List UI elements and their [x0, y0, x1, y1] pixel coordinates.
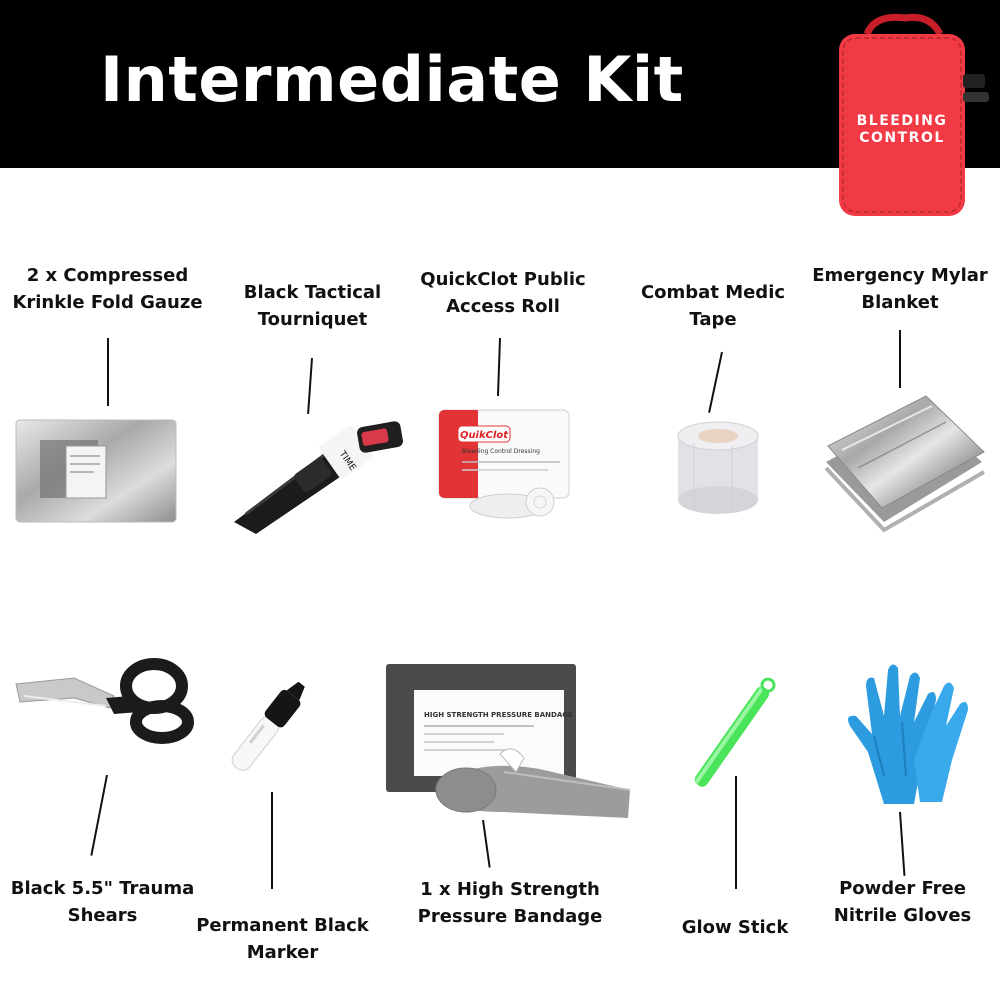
- leader-line-tourniquet: [307, 357, 313, 414]
- leader-line-gauze: [107, 338, 109, 406]
- tape-roll-icon: [672, 418, 764, 516]
- leader-line-quikclot: [496, 337, 501, 396]
- item-label-glowstick: Glow Stick: [681, 917, 789, 938]
- bandage-pack-text: HIGH STRENGTH PRESSURE BANDAGE: [424, 711, 573, 719]
- item-label-tourniquet: Black Tactical Tourniquet: [243, 282, 382, 330]
- bag-line-1: BLEEDING: [857, 113, 948, 129]
- leader-line-tape: [708, 351, 723, 413]
- leader-line-marker: [271, 792, 273, 889]
- foil-gauze-pack-icon: [14, 418, 178, 524]
- nitrile-gloves-icon: [844, 656, 974, 806]
- pressure-bandage-icon: HIGH STRENGTH PRESSURE BANDAGE: [384, 662, 634, 822]
- leader-line-bandage: [482, 819, 491, 868]
- item-label-bandage: 1 x High Strength Pressure Bandage: [417, 879, 603, 927]
- leader-line-glowstick: [735, 776, 737, 889]
- item-label-mylar: Emergency Mylar Blanket: [812, 265, 988, 313]
- leader-line-mylar: [899, 330, 901, 388]
- marker-icon: [214, 672, 324, 780]
- header-bar: Intermediate Kit: [0, 0, 1000, 168]
- trauma-shears-icon: [14, 656, 194, 748]
- tourniquet-icon: TIME: [226, 410, 414, 540]
- bleeding-control-bag-icon: BLEEDING CONTROL: [835, 12, 995, 222]
- item-label-gauze: 2 x Compressed Krinkle Fold Gauze: [12, 265, 203, 313]
- glow-stick-icon: [680, 677, 790, 787]
- item-label-gloves: Powder Free Nitrile Gloves: [833, 878, 972, 926]
- page-title: Intermediate Kit: [100, 43, 684, 116]
- item-label-shears: Black 5.5" Trauma Shears: [10, 878, 195, 926]
- bag-line-2: CONTROL: [859, 130, 945, 146]
- mylar-blanket-icon: [822, 392, 990, 540]
- leader-line-gloves: [899, 811, 906, 876]
- quikclot-package-icon: QuikClot Bleeding Control Dressing: [438, 408, 572, 520]
- leader-line-shears: [90, 774, 108, 856]
- item-label-marker: Permanent Black Marker: [196, 915, 369, 963]
- quikclot-subtitle-text: Bleeding Control Dressing: [462, 448, 540, 455]
- quikclot-brand-text: QuikClot: [460, 430, 509, 441]
- item-label-quikclot: QuickClot Public Access Roll: [420, 269, 586, 317]
- item-label-tape: Combat Medic Tape: [640, 282, 786, 330]
